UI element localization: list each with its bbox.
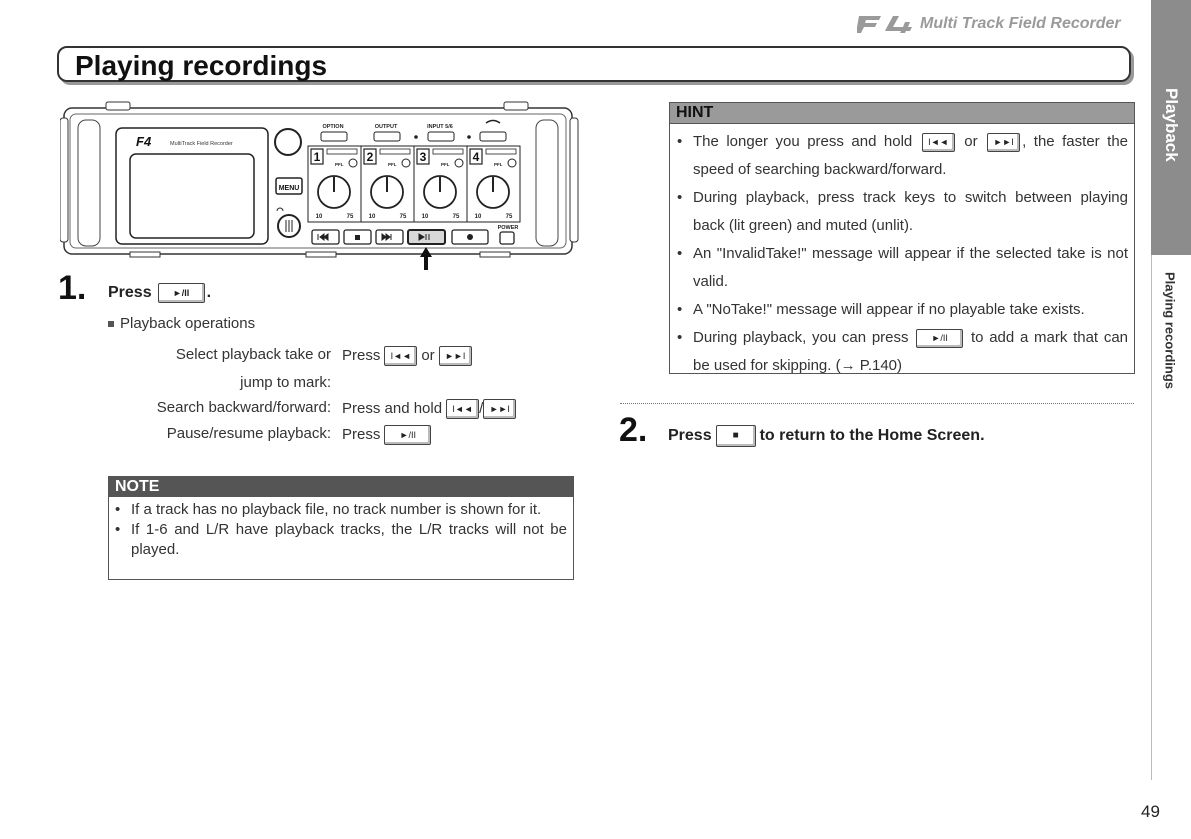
- hint-next-key[interactable]: ►►I: [987, 132, 1021, 152]
- op-1-action-text: Press: [342, 346, 381, 364]
- hint-1-connector: or: [964, 133, 978, 150]
- op-1-connector: or: [421, 346, 435, 364]
- hint-box: HINT The longer you press and hold I◄◄ o…: [669, 102, 1135, 374]
- stop-key[interactable]: ■: [715, 425, 756, 447]
- side-tab-playback[interactable]: Playback: [1151, 0, 1191, 255]
- device-power-key[interactable]: [499, 231, 515, 245]
- record-icon: [467, 234, 473, 240]
- hint-heading: HINT: [670, 103, 1134, 124]
- step-2-instruction: Press■to return to the Home Screen.: [668, 425, 985, 447]
- knob-3-max: 75: [453, 214, 460, 220]
- op-3-label: Pause/resume playback:: [166, 425, 331, 442]
- pfl-label-4: PFL: [494, 162, 503, 167]
- track-3-label: 3: [420, 150, 427, 164]
- product-name: Multi Track Field Recorder: [920, 15, 1121, 32]
- next-icon: [381, 233, 392, 241]
- step-1-number: 1.: [58, 269, 87, 307]
- op-2-label: Search backward/forward:: [156, 399, 331, 416]
- pause-resume-key[interactable]: ►/II: [384, 425, 432, 445]
- hint-item-2: During playback, press track keys to swi…: [670, 184, 1128, 240]
- knob-1-max: 75: [347, 214, 354, 220]
- track-2-label: 2: [367, 150, 374, 164]
- side-subsection-label: Playing recordings: [1162, 272, 1178, 390]
- hint-1-post: , the faster the speed of searching back…: [693, 133, 1128, 178]
- hint-list: The longer you press and hold I◄◄ or ►►I…: [670, 128, 1128, 380]
- step-1-trail: .: [206, 284, 212, 302]
- search-next-key[interactable]: ►►I: [483, 399, 517, 419]
- hint-prev-key[interactable]: I◄◄: [921, 132, 955, 152]
- op-2-action-text: Press and hold: [342, 399, 443, 417]
- track-4-label: 4: [473, 150, 480, 164]
- pfl-label-1: PFL: [335, 162, 344, 167]
- pfl-label-3: PFL: [441, 162, 450, 167]
- dotted-separator: [620, 403, 1134, 404]
- knob-4-max: 75: [506, 214, 513, 220]
- menu-label: MENU: [279, 185, 300, 192]
- knob-2-min: 10: [369, 214, 376, 220]
- op-1-label-line1: Select playback take or: [175, 346, 331, 363]
- hint-item-4: A "NoTake!" message will appear if no pl…: [670, 296, 1128, 324]
- prev-icon: [317, 233, 329, 241]
- note-item-1: If a track has no playback file, no trac…: [109, 500, 567, 520]
- knob-1-min: 10: [316, 214, 323, 220]
- play-pause-key[interactable]: ►/II: [157, 283, 205, 303]
- op-2-connector: /: [479, 399, 484, 417]
- hint-5-post: to add a mark that can be used for skipp…: [693, 329, 1128, 374]
- hint-item-1: The longer you press and hold I◄◄ or ►►I…: [670, 128, 1128, 184]
- play-pause-icon: [418, 233, 430, 241]
- note-box: NOTE If a track has no playback file, no…: [108, 476, 574, 580]
- title-bar: Playing recordings: [57, 46, 1131, 82]
- step-2-post: to return to the Home Screen.: [759, 427, 985, 445]
- next-key[interactable]: ►►I: [438, 346, 472, 366]
- side-tab-label: Playback: [1162, 88, 1181, 162]
- input56-label: INPUT 5/6: [427, 124, 453, 130]
- hint-play-pause-key[interactable]: ►/II: [916, 328, 964, 348]
- page-number: 49: [1141, 802, 1160, 821]
- f4-logo: [857, 16, 912, 33]
- step-2-number: 2.: [619, 411, 648, 449]
- step-1-text: Press: [108, 284, 152, 302]
- playback-ops-heading: Playback operations: [108, 315, 255, 332]
- hint-1-pre: The longer you press and hold: [693, 133, 913, 150]
- hint-item-5: During playback, you can press ►/II to a…: [670, 324, 1128, 380]
- output-label: OUTPUT: [375, 124, 398, 130]
- power-label: POWER: [498, 225, 519, 231]
- pfl-label-2: PFL: [388, 162, 397, 167]
- track-1-label: 1: [314, 150, 321, 164]
- step-1-instruction: Press ►/II.: [108, 283, 211, 303]
- op-1-label-line2: jump to mark:: [240, 374, 331, 391]
- knob-3-min: 10: [422, 214, 429, 220]
- step-2-pre: Press: [668, 427, 712, 445]
- square-bullet-icon: [108, 321, 114, 328]
- ops-heading-text: Playback operations: [120, 315, 256, 332]
- prev-key[interactable]: I◄◄: [384, 346, 418, 366]
- hint-item-3: An "InvalidTake!" message will appear if…: [670, 240, 1128, 296]
- device-screen-label: MultiTrack Field Recorder: [170, 141, 233, 147]
- device-illustration: F4 MultiTrack Field Recorder MENU OPTION…: [60, 101, 579, 270]
- hint-5-pre: During playback, you can press: [693, 329, 909, 346]
- note-item-2: If 1-6 and L/R have playback tracks, the…: [109, 520, 567, 560]
- option-label: OPTION: [322, 124, 343, 130]
- op-3-action-text: Press: [342, 425, 381, 443]
- knob-2-max: 75: [400, 214, 407, 220]
- note-list: If a track has no playback file, no trac…: [109, 500, 567, 560]
- side-divider: [1151, 255, 1152, 780]
- device-model-label: F4: [136, 134, 152, 149]
- op-3-action: Press►/II: [342, 425, 435, 445]
- search-prev-key[interactable]: I◄◄: [446, 399, 480, 419]
- knob-4-min: 10: [475, 214, 482, 220]
- pointer-arrow: [420, 247, 432, 270]
- note-heading: NOTE: [109, 477, 573, 497]
- stop-icon: [355, 235, 360, 240]
- page-title: Playing recordings: [75, 50, 328, 81]
